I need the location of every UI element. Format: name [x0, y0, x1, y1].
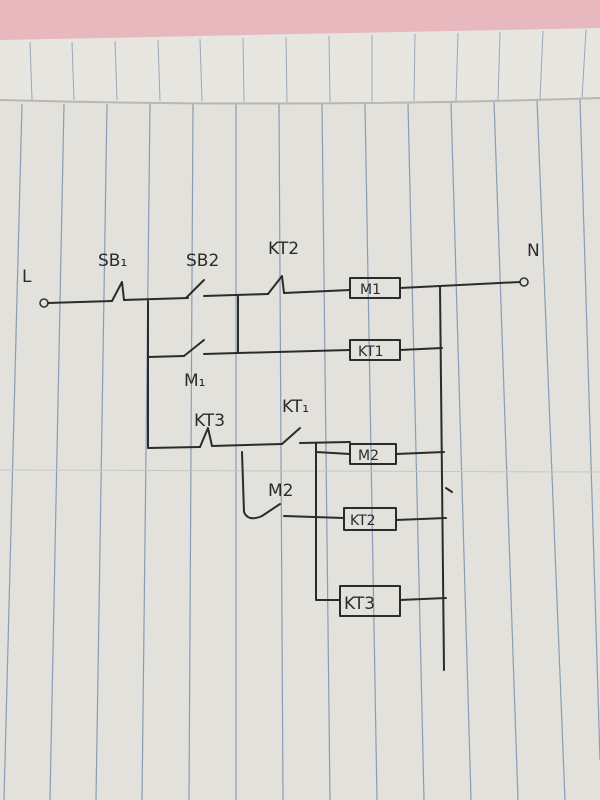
- label-line-terminal: L: [22, 267, 32, 287]
- m2-hold-loop: [241, 451, 281, 520]
- kt3-contact: [199, 427, 213, 448]
- wire-m2-to-kt2: [283, 515, 345, 519]
- wire-m2-coil-right: [395, 451, 445, 455]
- label-m2-contact: M2: [268, 481, 293, 501]
- wire-to-kt1-coil: [237, 349, 351, 354]
- label-kt2-coil: KT2: [350, 513, 376, 529]
- page-edge: [0, 97, 600, 105]
- wire-l-sb1: [47, 300, 113, 304]
- wire-inner-to-m2: [315, 451, 351, 455]
- right-bus: [439, 285, 445, 671]
- m1-contact: [183, 339, 205, 357]
- label-m2-coil: M2: [358, 448, 379, 464]
- label-kt3-coil: KT3: [344, 594, 375, 614]
- inner-bus: [315, 442, 341, 601]
- label-kt1-contact: KT₁: [282, 397, 309, 417]
- label-sb2: SB2: [186, 251, 219, 271]
- left-bus: [147, 300, 201, 449]
- front-page: [0, 98, 600, 800]
- label-kt3-contact: KT3: [194, 411, 225, 431]
- wire-kt2-coil-right: [395, 517, 447, 521]
- fold-line: [0, 469, 600, 473]
- wire-kt1-coil-right: [399, 347, 443, 351]
- label-kt1-coil: KT1: [358, 344, 384, 360]
- label-m1-coil: M1: [360, 282, 381, 298]
- label-m1-contact: M₁: [184, 371, 205, 391]
- sb2-contact: [185, 279, 205, 299]
- neutral-terminal: [519, 277, 529, 287]
- wire-kt3-coil-right: [399, 597, 447, 601]
- wire-kt2-m1: [283, 289, 351, 294]
- wire-sb1-sb2: [123, 297, 189, 301]
- back-page: [0, 28, 600, 110]
- wire-m1-branch-left: [147, 355, 185, 358]
- wire-sb2-kt2: [203, 293, 269, 297]
- label-neutral-terminal: N: [527, 241, 540, 261]
- wire-kt1-m2: [299, 441, 351, 444]
- back-page-rules: [29, 29, 587, 103]
- kt1-contact: [281, 427, 301, 445]
- label-sb1: SB₁: [98, 251, 127, 271]
- kt2-contact: [267, 275, 285, 295]
- bus-tick: [445, 487, 453, 493]
- wire-kt3-kt1: [211, 443, 283, 447]
- label-kt2-contact: KT2: [268, 239, 299, 259]
- sb1-contact: [111, 281, 125, 302]
- wire-m1-branch-mid: [203, 352, 239, 355]
